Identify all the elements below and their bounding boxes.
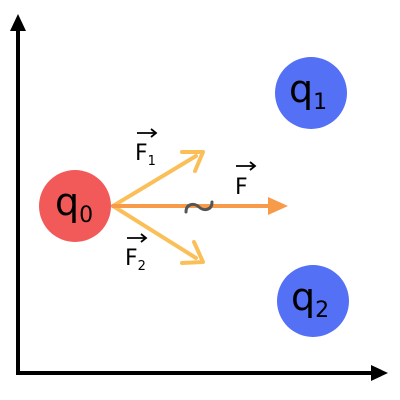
charge-q2-letter: q: [291, 275, 315, 319]
force-resultant-label-group: F: [235, 161, 257, 200]
charge-q2-subscript: 2: [315, 298, 329, 323]
force-vector-f1: [111, 150, 205, 208]
force-f1-subscript: 1: [148, 154, 156, 169]
charge-q2-label: q2: [291, 275, 329, 323]
charge-q1-letter: q: [289, 67, 313, 111]
charge-q1: q1: [275, 57, 347, 129]
charge-q1-label: q1: [289, 67, 327, 115]
force-f2-shaft: [111, 204, 198, 260]
force-f1-shaft: [111, 154, 198, 208]
force-vector-f2: [111, 204, 205, 265]
charge-q1-circle: [275, 57, 347, 129]
vector-overarrow-icon: [127, 233, 148, 243]
charge-q0-circle: [39, 170, 111, 242]
x-axis-arrowhead: [371, 365, 388, 381]
force-resultant-letter: F: [235, 175, 248, 200]
force-vector-resultant: [111, 197, 288, 215]
charge-q2-circle: [277, 265, 349, 337]
force-f2-subscript: 2: [138, 259, 146, 274]
tilde-similar-icon: [184, 200, 214, 214]
force-f2-label-group: F2: [125, 233, 148, 274]
charge-q0-label: q0: [55, 180, 93, 228]
force-f2-letter: F: [125, 246, 138, 271]
axes-arrows-icon: [10, 14, 388, 381]
charge-q0-letter: q: [55, 180, 79, 224]
force-f1-label-group: F1: [135, 128, 158, 169]
charge-q0: q0: [39, 170, 111, 242]
force-f1-label: F1: [135, 141, 156, 169]
force-resultant-arrowhead: [268, 197, 288, 215]
y-axis-arrowhead: [10, 14, 26, 31]
force-f1-letter: F: [135, 141, 148, 166]
charge-q1-subscript: 1: [313, 90, 327, 115]
force-f2-label: F2: [125, 246, 146, 274]
charge-q2: q2: [277, 265, 349, 337]
force-f2-arrowhead: [180, 240, 205, 265]
vector-overarrow-icon: [236, 161, 257, 171]
force-resultant-label: F: [235, 175, 248, 200]
vector-overarrow-icon: [137, 128, 158, 138]
force-f1-arrowhead: [180, 150, 205, 173]
charge-q0-subscript: 0: [79, 203, 93, 228]
